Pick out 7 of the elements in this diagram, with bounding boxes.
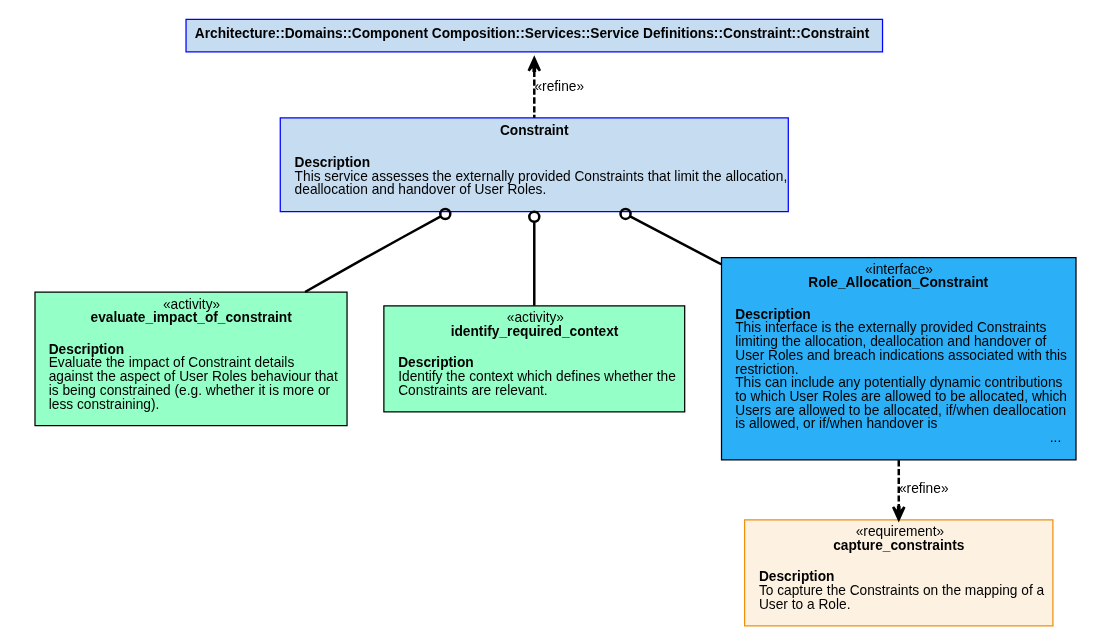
arrow — [526, 57, 541, 118]
connector — [618, 207, 722, 266]
connector — [303, 207, 452, 294]
edge-label: «refine» — [533, 79, 584, 95]
arrow — [891, 460, 906, 521]
connector — [527, 210, 540, 306]
edge-label: «refine» — [898, 481, 949, 497]
